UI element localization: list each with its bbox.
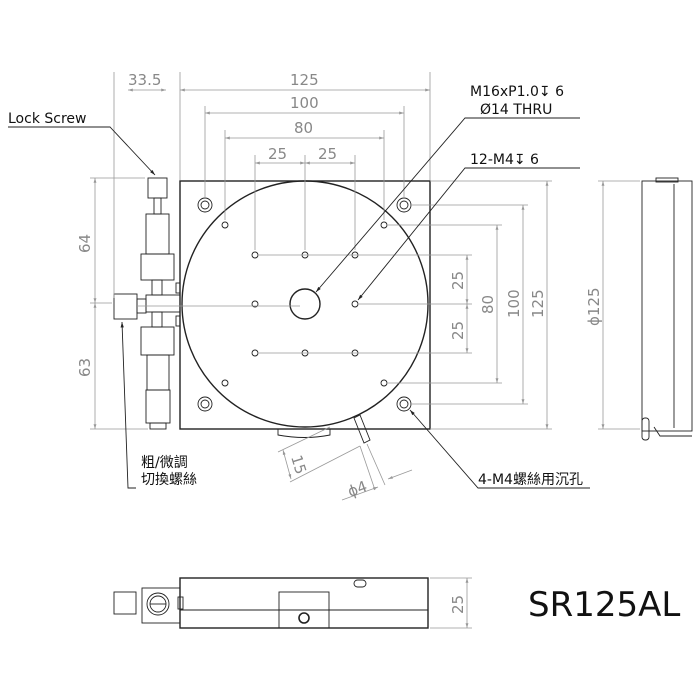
- bottom-tab: [277, 429, 331, 438]
- dim-pin-length: 15: [287, 453, 310, 477]
- stop-pin: [353, 414, 371, 444]
- dim-upper-height: 64: [76, 234, 94, 253]
- dimension-lines: [90, 72, 640, 629]
- label-center-thread: M16xP1.0↧ 6: [470, 84, 564, 100]
- dim-diameter: ϕ125: [585, 287, 603, 326]
- counterbore-holes: [197, 197, 412, 412]
- dim-offset: 33.5: [128, 71, 161, 89]
- dim-pitch-left: 25: [268, 145, 287, 163]
- dim-width: 125: [290, 71, 319, 89]
- dim-right-125: 125: [529, 289, 547, 318]
- dim-pin-diameter: ϕ4: [345, 477, 369, 501]
- dim-right-80: 80: [479, 295, 497, 314]
- dim-right-100: 100: [505, 289, 523, 318]
- label-lock-screw: Lock Screw: [8, 111, 86, 127]
- dim-right-25-top: 25: [449, 271, 467, 290]
- front-view: [113, 577, 429, 629]
- label-counterbore: 4-M4螺絲用沉孔: [478, 472, 583, 488]
- model-name: SR125AL: [528, 585, 680, 625]
- dim-lower-height: 63: [76, 358, 94, 377]
- dim-pitch-right: 25: [318, 145, 337, 163]
- dim-right-25-bottom: 25: [449, 321, 467, 340]
- micrometer-mechanism: [113, 177, 181, 430]
- dim-bolt-80: 80: [294, 119, 313, 137]
- leader-lines: [8, 117, 590, 489]
- label-coarse-fine-2: 切換螺絲: [141, 472, 197, 488]
- label-coarse-fine-1: 粗/微調: [141, 455, 188, 471]
- dim-bolt-100: 100: [290, 94, 319, 112]
- dim-thickness: 25: [449, 595, 467, 614]
- label-center-thru: Ø14 THRU: [480, 102, 552, 118]
- side-view: [641, 177, 693, 441]
- top-view: [113, 177, 431, 444]
- label-m4-holes: 12-M4↧ 6: [470, 152, 539, 168]
- center-hole: [289, 288, 321, 320]
